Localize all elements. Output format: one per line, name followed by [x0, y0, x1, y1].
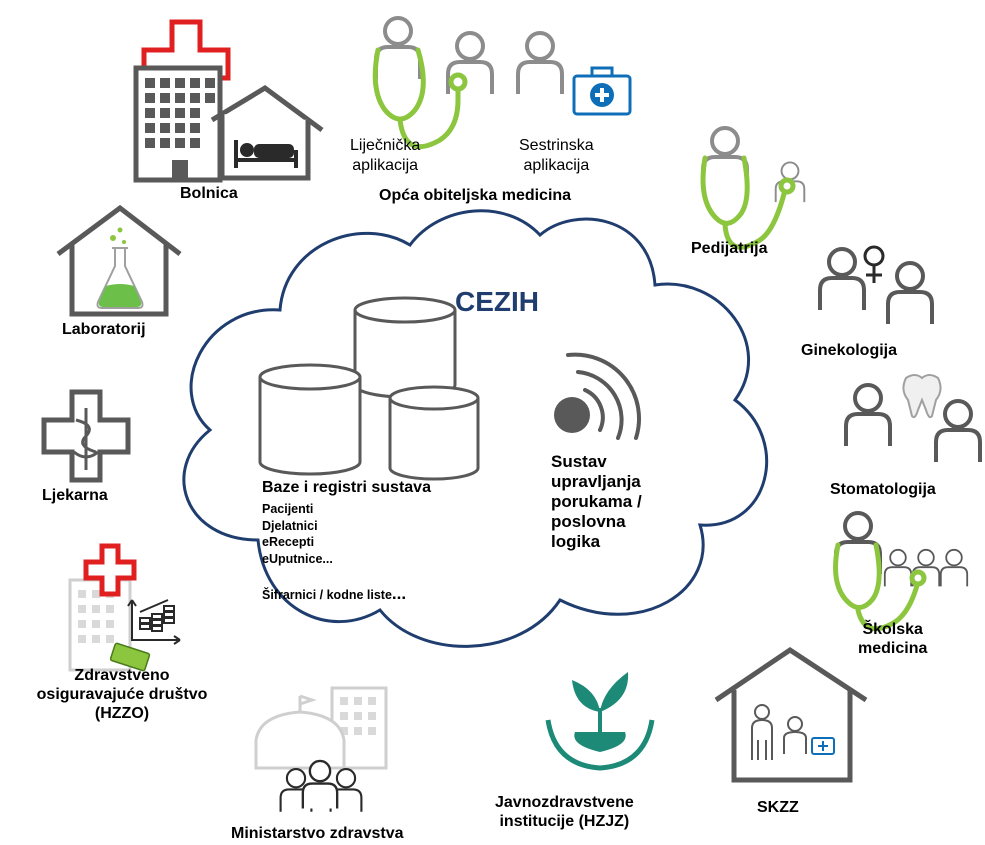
skolska-line: medicina	[858, 640, 928, 658]
database-cylinder	[388, 385, 480, 481]
laboratory-icon	[56, 204, 182, 317]
cezih-title: CEZIH	[455, 286, 539, 317]
doctor-app-label: Liječnička aplikacija	[350, 136, 420, 176]
skolska-line: Školska	[862, 621, 923, 638]
database-cylinder	[353, 296, 457, 399]
school-medicine-icon	[833, 511, 969, 632]
database-item: Djelatnici	[262, 518, 318, 533]
dentistry-icon	[844, 374, 982, 464]
laboratorij-label: Laboratorij	[62, 321, 146, 338]
doctor-app-line: aplikacija	[352, 157, 419, 174]
insurance-icon	[68, 543, 181, 672]
tooth-icon	[902, 374, 942, 419]
pharmacy-icon	[41, 389, 131, 483]
doctor-icon	[372, 16, 494, 150]
messaging-label: Sustav upravljanja porukama / poslovna l…	[551, 452, 642, 552]
ginekologija-label: Ginekologija	[801, 342, 898, 359]
hzjz-line: Javnozdravstvene	[495, 794, 634, 811]
database-cylinder	[258, 363, 362, 476]
nurse-app-label: Sestrinska aplikacija	[519, 136, 594, 176]
hzzo-label: Zdravstveno osiguravajuće društvo (HZZO)	[2, 666, 242, 724]
ministarstvo-label: Ministarstvo zdravstva	[231, 825, 404, 842]
pedijatrija-label: Pedijatrija	[691, 240, 768, 257]
database-item: eRecepti	[262, 535, 315, 549]
nurse-app-line: Sestrinska	[519, 137, 594, 154]
ministry-icon	[254, 686, 388, 813]
primary-care-label: Opća obiteljska medicina	[379, 187, 572, 204]
messaging-line: Sustav	[551, 452, 607, 471]
database-list: Pacijenti Djelatnici eRecepti eUputnice.…	[262, 501, 333, 567]
plant-hand-icon	[545, 672, 655, 771]
databases-heading: Baze i registri sustava	[262, 479, 431, 496]
bolnica-label: Bolnica	[180, 185, 238, 202]
stomatologija-label: Stomatologija	[830, 481, 936, 498]
messaging-line: logika	[551, 532, 601, 552]
hzzo-line: osiguravajuće društvo	[36, 686, 208, 704]
messaging-line: porukama /	[551, 492, 642, 512]
skolska-label: Školska medicina	[858, 620, 927, 658]
nurse-icon	[516, 31, 632, 116]
skzz-icon	[714, 646, 868, 783]
skzz-label: SKZZ	[757, 799, 799, 816]
hzzo-line: (HZZO)	[94, 705, 150, 723]
code-lists-ellipsis: ...	[391, 584, 407, 603]
messaging-line: poslovna	[551, 512, 626, 532]
database-icons	[258, 296, 480, 481]
code-lists-label: Šifrarnici / kodne liste...	[262, 583, 406, 605]
broadcast-icon	[554, 352, 642, 440]
hzzo-line: Zdravstveno	[74, 667, 170, 684]
messaging-line: upravljanja	[551, 472, 641, 492]
database-item: Pacijenti	[262, 502, 314, 516]
hzjz-label: Javnozdravstvene institucije (HZJZ)	[495, 793, 634, 831]
pediatrician-icon	[700, 126, 806, 250]
gynecology-icon	[818, 245, 934, 326]
nurse-app-line: aplikacija	[523, 157, 590, 174]
database-item: eUputnice...	[262, 551, 333, 566]
hospital-icon	[133, 19, 324, 183]
code-lists-text: Šifrarnici / kodne liste	[262, 588, 392, 602]
hzjz-line: institucije (HZJZ)	[499, 813, 630, 831]
ljekarna-label: Ljekarna	[42, 487, 108, 504]
doctor-app-line: Liječnička	[350, 137, 421, 154]
